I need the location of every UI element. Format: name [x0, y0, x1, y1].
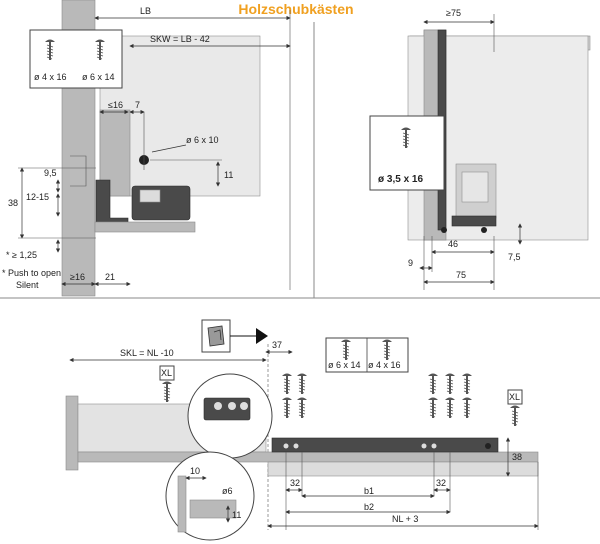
xl-left: XL — [161, 368, 172, 378]
screw-legend-a: ø 6 x 14 — [328, 360, 361, 370]
screw-icon — [509, 404, 521, 427]
dim-32-left: 32 — [290, 478, 300, 488]
dim-38-right: 38 — [512, 452, 522, 462]
dim-9-5: 9,5 — [44, 168, 57, 178]
rail-profile — [94, 221, 196, 233]
dim-le16: ≤16 — [108, 100, 123, 110]
screw-icon — [444, 372, 456, 395]
screw-icon — [461, 396, 473, 419]
section-top-left: LB SKW = LB - 42 ø 4 x 16 ø 6 x 14 ≤16 7… — [2, 0, 291, 297]
dim-10: 10 — [190, 466, 200, 476]
drawer-front — [65, 395, 79, 471]
screw-icon — [281, 396, 293, 419]
drawer-bottom-plate — [77, 451, 539, 463]
dim-b2: b2 — [364, 502, 374, 512]
cabinet-arrow-icon — [207, 325, 225, 347]
dim-7-5: 7,5 — [508, 252, 521, 262]
xl-tag-left — [159, 365, 175, 381]
dim-75: 75 — [456, 270, 466, 280]
dim-12-15: 12-15 — [26, 192, 49, 202]
dim-46: 46 — [448, 239, 458, 249]
screw-label-right: ø 3,5 x 16 — [378, 174, 423, 185]
screw-legend-b: ø 4 x 16 — [368, 360, 401, 370]
footnote-push: * Push to open — [2, 268, 61, 278]
dim-32-right: 32 — [436, 478, 446, 488]
xl-right: XL — [509, 392, 520, 402]
screw-icon — [296, 372, 308, 395]
dim-nl: NL + 3 — [392, 514, 418, 524]
screw-icon — [461, 372, 473, 395]
runner-long — [271, 437, 499, 453]
screw-icon — [296, 396, 308, 419]
page-title: Holzschubkästen — [238, 1, 353, 17]
dim-lb: LB — [140, 6, 151, 16]
screw-box — [29, 29, 123, 89]
xl-tag-right — [507, 389, 523, 405]
dim-skl: SKL = NL -10 — [120, 348, 174, 358]
section-top-right: ≥75 ø 3,5 x 16 46 9 75 7,5 — [369, 8, 591, 290]
screw-icon — [161, 380, 173, 403]
fixing-hole — [441, 227, 447, 233]
dim-11: 11 — [224, 170, 233, 180]
screw-icon — [427, 372, 439, 395]
dim-37: 37 — [272, 340, 282, 350]
screw-a-label: ø 4 x 16 — [34, 72, 67, 82]
dim-hole: ø 6 x 10 — [186, 135, 219, 145]
section-bottom: 37 SKL = NL -10 XL 10 ø6 11 — [65, 319, 539, 541]
screw-icon — [444, 396, 456, 419]
screw-icon — [427, 396, 439, 419]
dim-ge-1-25: * ≥ 1,25 — [6, 250, 37, 260]
screw-b-label: ø 6 x 14 — [82, 72, 115, 82]
dim-ge16: ≥16 — [70, 272, 85, 282]
dim-38: 38 — [8, 198, 18, 208]
screw-icon — [281, 372, 293, 395]
dim-ge75: ≥75 — [446, 8, 461, 18]
dim-skw: SKW = LB - 42 — [150, 34, 210, 44]
dim-21: 21 — [105, 272, 115, 282]
dim-11-detail: 11 — [232, 510, 241, 520]
dim-ø6: ø6 — [222, 486, 233, 496]
footnote-silent: Silent — [16, 280, 39, 290]
dim-b1: b1 — [364, 486, 374, 496]
dim-7: 7 — [135, 100, 140, 110]
cabinet-base — [267, 461, 539, 477]
dim-9: 9 — [408, 258, 413, 268]
